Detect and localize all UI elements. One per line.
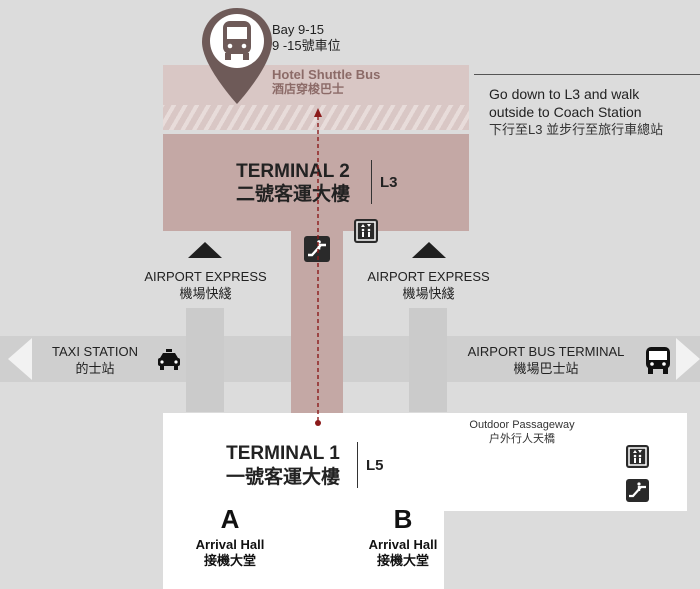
- shuttle-name-zh: 酒店穿梭巴士: [272, 82, 345, 96]
- terminal-1-level: L5: [366, 457, 384, 474]
- airport-express-left-zh: 機場快綫: [179, 286, 232, 301]
- terminal-1-block: [163, 413, 444, 589]
- note-line1: Go down to L3 and walk: [489, 86, 640, 102]
- taxi-station-zh: 的士站: [75, 361, 115, 376]
- route-line: [314, 108, 322, 426]
- bus-icon: [646, 347, 670, 374]
- arrow-right-icon: [676, 338, 700, 380]
- note-line3: 下行至L3 並步行至旅行車總站: [489, 122, 664, 137]
- corridor-pillar-right: [409, 308, 447, 412]
- taxi-station-en: TAXI STATION: [52, 344, 138, 359]
- arrow-up-icon: [412, 242, 446, 258]
- terminal-2-name-en: TERMINAL 2: [236, 161, 350, 182]
- airport-express-left-en: AIRPORT EXPRESS: [144, 269, 267, 284]
- bus-terminal-en: AIRPORT BUS TERMINAL: [467, 344, 625, 359]
- hall-b-letter: B: [393, 504, 413, 534]
- terminal-2-block: [163, 134, 469, 231]
- terminal-1-divider: [357, 442, 358, 488]
- note-rule: [474, 74, 700, 75]
- arrow-left-icon: [8, 338, 32, 380]
- terminal-2-level: L3: [380, 174, 398, 191]
- bus-pin-icon: [202, 8, 272, 104]
- hall-b-zh: 接機大堂: [376, 553, 429, 568]
- terminal-1-name-zh: 一號客運大樓: [225, 467, 340, 488]
- corridor-horizontal: [0, 336, 700, 382]
- terminal-1-name-en: TERMINAL 1: [226, 443, 340, 464]
- airport-express-right-en: AIRPORT EXPRESS: [367, 269, 490, 284]
- hall-b-en: Arrival Hall: [368, 537, 438, 552]
- shuttle-bus-zone: [163, 65, 469, 130]
- arrow-up-icon: [188, 242, 222, 258]
- hall-a-letter: A: [220, 504, 240, 534]
- hatch-pattern: [163, 105, 469, 130]
- shuttle-bay-zh: 9 -15號車位: [272, 38, 341, 53]
- shuttle-bay-en: Bay 9-15: [272, 22, 325, 37]
- elevator-icon: [626, 445, 649, 468]
- hall-a-en: Arrival Hall: [195, 537, 265, 552]
- escalator-icon: [304, 236, 330, 262]
- bus-terminal-zh: 機場巴士站: [513, 361, 579, 376]
- shuttle-name-en: Hotel Shuttle Bus: [272, 67, 381, 82]
- corridor-pillar-left: [186, 308, 224, 412]
- escalator-icon: [626, 479, 649, 502]
- terminal-2-divider: [371, 160, 372, 204]
- hall-a-zh: 接機大堂: [203, 553, 256, 568]
- taxi-icon: [158, 349, 180, 370]
- airport-express-right-zh: 機場快綫: [402, 286, 455, 301]
- note-line2: outside to Coach Station: [489, 104, 642, 120]
- passageway-en: Outdoor Passageway: [469, 419, 575, 431]
- elevator-icon: [354, 219, 378, 243]
- terminal-2-name-zh: 二號客運大樓: [235, 184, 350, 205]
- passageway-zh: 户外行人天橋: [489, 433, 555, 445]
